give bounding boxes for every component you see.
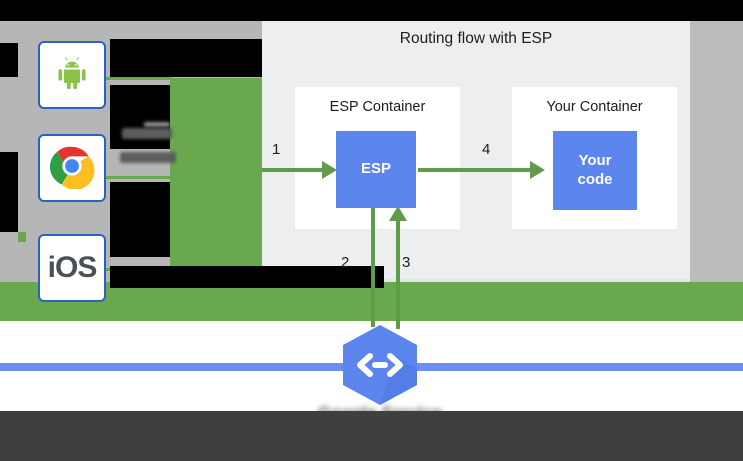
chrome-icon [49, 143, 95, 194]
obscured-caption [120, 122, 182, 170]
arrow-1-line [262, 168, 324, 172]
esp-container-title: ESP Container [329, 99, 426, 115]
esp-service-box[interactable]: ESP [336, 131, 416, 208]
occlusion-block [110, 182, 170, 257]
occlusion-block [110, 266, 262, 288]
occlusion-block [0, 152, 18, 232]
green-slab-edge [18, 232, 26, 242]
ios-tile[interactable]: iOS [38, 234, 106, 302]
esp-box-label: ESP [360, 160, 391, 178]
arrow-number-1: 1 [272, 141, 281, 158]
arrow-3-head [389, 206, 407, 221]
arrow-3-line [396, 219, 400, 329]
google-service-node[interactable] [338, 323, 422, 407]
green-slab [170, 78, 262, 280]
android-icon [52, 53, 92, 98]
diagram-title: Routing flow with ESP [399, 30, 553, 47]
your-code-label-line2: code [577, 170, 613, 188]
panel-divider [262, 279, 690, 282]
arrow-number-4: 4 [482, 141, 491, 158]
top-occlusion-band [0, 0, 743, 21]
connector-chrome [106, 176, 172, 179]
code-brackets-hexagon-icon [338, 323, 422, 407]
occlusion-block [262, 266, 384, 288]
arrow-4-line [418, 168, 532, 172]
bottom-occlusion-overlay [0, 411, 743, 461]
connector-android [106, 77, 172, 80]
your-code-label-line1: Your [578, 151, 612, 169]
your-container-title: Your Container [546, 99, 643, 115]
your-code-box[interactable]: Your code [553, 131, 637, 210]
ios-label: iOS [47, 251, 98, 284]
arrow-number-3: 3 [402, 254, 411, 271]
android-tile[interactable] [38, 41, 106, 109]
arrow-number-2: 2 [341, 254, 350, 271]
occlusion-block [110, 39, 262, 77]
right-gray-panel [690, 21, 743, 283]
occlusion-block [0, 43, 18, 77]
arrow-2-line [371, 208, 375, 327]
arrow-4-head [530, 161, 545, 179]
chrome-tile[interactable] [38, 134, 106, 202]
arrow-1-head [322, 161, 337, 179]
